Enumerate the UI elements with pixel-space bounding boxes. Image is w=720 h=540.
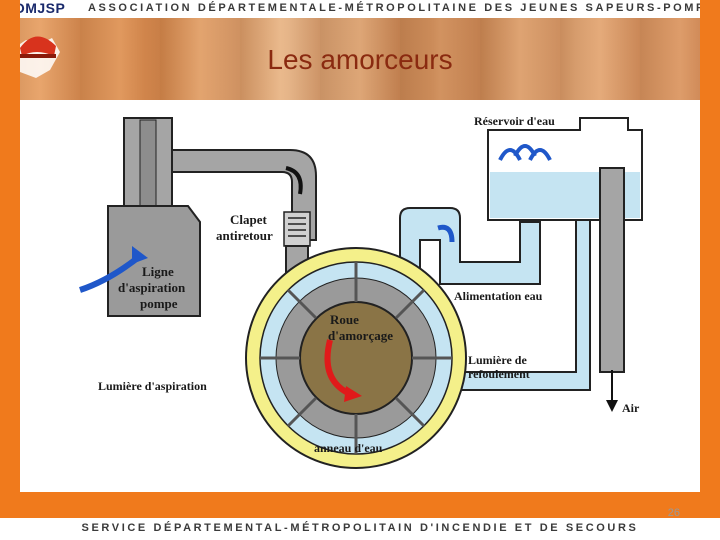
- page-number: 26: [667, 507, 680, 519]
- label-air: Air: [622, 401, 640, 415]
- label-lumiere-aspiration: Lumière d'aspiration: [98, 379, 207, 393]
- check-valve: [283, 211, 311, 247]
- label-roue-1: Roue: [330, 312, 359, 327]
- label-ligne-3: pompe: [140, 296, 178, 311]
- label-lumiere-refoulement-2: refoulement: [468, 367, 530, 381]
- label-alimentation: Alimentation eau: [454, 289, 543, 303]
- service-name: SERVICE DÉPARTEMENTAL-MÉTROPOLITAIN D'IN…: [81, 522, 639, 534]
- priming-pump-diagram: Réservoir d'eau Clapet antiretour Ligne …: [79, 114, 643, 469]
- header-photo-collage: [0, 18, 720, 100]
- label-roue-2: d'amorçage: [328, 328, 393, 343]
- label-reservoir: Réservoir d'eau: [474, 114, 555, 128]
- label-ligne-1: Ligne: [142, 264, 174, 279]
- air-tube: [599, 167, 625, 412]
- pump-body: [79, 117, 201, 317]
- label-clapet-1: Clapet: [230, 212, 268, 227]
- content-area: Réservoir d'eau Clapet antiretour Ligne …: [20, 100, 700, 492]
- header-strip: [0, 0, 720, 18]
- priming-casing: [245, 247, 467, 469]
- label-ligne-2: d'aspiration: [118, 280, 186, 295]
- label-anneau: anneau d'eau: [314, 441, 383, 455]
- feed-water-pipe: [399, 207, 541, 351]
- slide-title: Les amorceurs: [267, 44, 453, 75]
- association-name: ASSOCIATION DÉPARTEMENTALE-MÉTROPOLITAIN…: [88, 2, 720, 14]
- right-border: [700, 0, 720, 540]
- firefighter-logo-icon: [12, 36, 60, 78]
- label-clapet-2: antiretour: [216, 228, 273, 243]
- left-border: [0, 0, 20, 540]
- footer-strip: [0, 518, 720, 540]
- label-lumiere-refoulement-1: Lumière de: [468, 353, 527, 367]
